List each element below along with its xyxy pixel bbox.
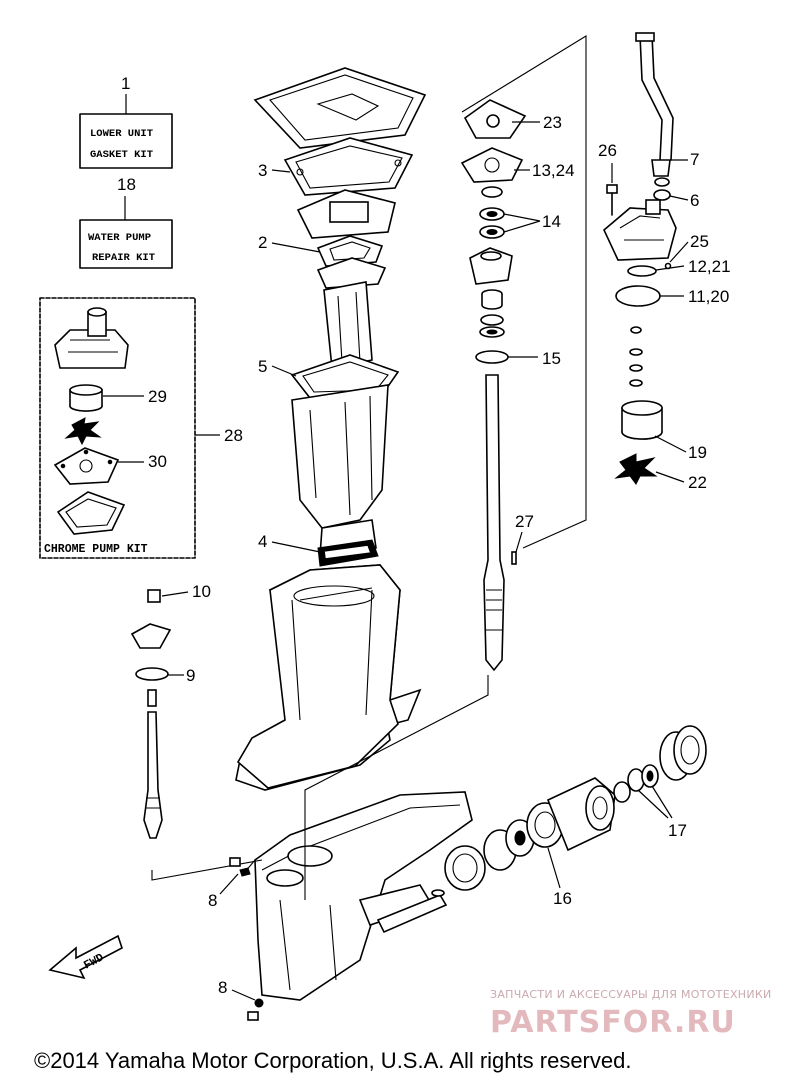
callout-25: 25 (690, 232, 709, 251)
chrome-pump-insert-cartridge-part (69, 384, 103, 412)
callout-6: 6 (690, 191, 699, 210)
shift-rod-lever (130, 623, 172, 649)
shift-rod (143, 689, 163, 839)
kit-lower-unit-gasket[interactable]: 1 LOWER UNIT GASKET KIT (79, 74, 173, 169)
kit-water-pump-line1: WATER PUMP (88, 232, 151, 244)
exhaust-tube-body (291, 384, 389, 557)
callout-17: 17 (668, 821, 687, 840)
assembly-outline-lines (151, 35, 587, 900)
chrome-pump-outer-plate-part (53, 447, 120, 485)
callout-27: 27 (515, 512, 534, 531)
callout-14: 14 (542, 212, 561, 231)
grommet-7 (651, 159, 671, 177)
exhaust-manifold (316, 257, 387, 369)
exhaust-guide-gasket-3 (283, 137, 414, 196)
bolt-8-upper (229, 857, 251, 877)
o-ring-12-21 (627, 265, 657, 277)
callout-28: 28 (224, 426, 243, 445)
callout-12-21: 12,21 (688, 257, 731, 276)
o-ring-11-20 (615, 285, 661, 307)
small-seal-stack (629, 326, 643, 387)
watermark-line2: PARTSFOR.RU (490, 1005, 736, 1040)
callout-15: 15 (542, 349, 561, 368)
watermark-line1: ЗАПЧАСТИ И АКСЕССУАРЫ ДЛЯ МОТОТЕХНИКИ (490, 988, 772, 1001)
oil-seals-17 (627, 764, 659, 792)
drive-shaft (483, 374, 505, 672)
water-pump-housing-top-23 (463, 99, 527, 139)
insert-cartridge-19 (621, 400, 663, 440)
callout-13-24: 13,24 (532, 161, 575, 180)
o-ring-seal-stack (479, 314, 505, 338)
exhaust-guide-plate (296, 189, 396, 239)
callout-22: 22 (688, 473, 707, 492)
kit-lower-unit-line2: GASKET KIT (90, 149, 153, 161)
housing-cap-gear (659, 725, 707, 781)
propeller-shaft-housing (546, 777, 616, 852)
oil-seal-housing (469, 247, 513, 285)
callout-11-20: 11,20 (688, 287, 729, 306)
upper-casing (235, 564, 422, 791)
nut-10 (147, 589, 161, 603)
water-tube (635, 32, 674, 161)
fwd-direction-arrow: FWD (48, 934, 123, 980)
callout-26: 26 (598, 141, 617, 160)
water-pump-housing (603, 199, 677, 261)
chrome-pump-kit-label: CHROME PUMP KIT (44, 543, 148, 556)
callout-4: 4 (258, 532, 267, 551)
callout-9: 9 (186, 666, 195, 685)
chrome-pump-impeller-part (64, 417, 102, 446)
pin-27 (511, 551, 517, 565)
o-ring-9 (135, 667, 169, 681)
callout-16: 16 (553, 889, 572, 908)
callout-8-lower: 8 (218, 978, 227, 997)
callout-1: 1 (121, 74, 130, 93)
callout-2: 2 (258, 233, 267, 252)
bearing-bushing (481, 289, 503, 310)
callout-7: 7 (690, 150, 699, 169)
callout-23: 23 (543, 113, 562, 132)
callout-5: 5 (258, 357, 267, 376)
forward-gear (444, 845, 486, 891)
kit-water-pump-repair[interactable]: 18 WATER PUMP REPAIR KIT (79, 175, 173, 269)
lower-casing (254, 791, 473, 1001)
o-ring-15 (475, 350, 509, 364)
callout-19: 19 (688, 443, 707, 462)
kit-lower-unit-line1: LOWER UNIT (90, 128, 153, 140)
callout-8-upper: 8 (208, 891, 217, 910)
chrome-pump-gasket-part (56, 491, 126, 535)
callout-18: 18 (117, 175, 136, 194)
seal-6 (653, 177, 671, 201)
bolt-8-lower (247, 998, 264, 1021)
upper-casing-gasket-top (253, 67, 427, 149)
chrome-pump-housing-part (54, 307, 129, 369)
oil-seals-14 (479, 186, 505, 239)
gasket-4 (317, 539, 379, 567)
gasket-2 (316, 235, 384, 267)
copyright-notice: ©2014 Yamaha Motor Corporation, U.S.A. A… (34, 1048, 631, 1073)
callout-29: 29 (148, 387, 167, 406)
callout-3: 3 (258, 161, 267, 180)
kit-water-pump-line2: REPAIR KIT (92, 252, 155, 264)
bolt-26 (606, 184, 618, 216)
impeller-22 (614, 453, 658, 485)
callout-10: 10 (192, 582, 211, 601)
watermark: ЗАПЧАСТИ И АКСЕССУАРЫ ДЛЯ МОТОТЕХНИКИ PA… (490, 988, 772, 1040)
gasket-13-24 (460, 147, 524, 183)
callout-30: 30 (148, 452, 167, 471)
chrome-pump-kit-box[interactable]: 29 30 CHROME PUMP KIT 28 (39, 297, 243, 559)
propeller-shaft (376, 889, 448, 934)
bearing-small (613, 781, 631, 803)
